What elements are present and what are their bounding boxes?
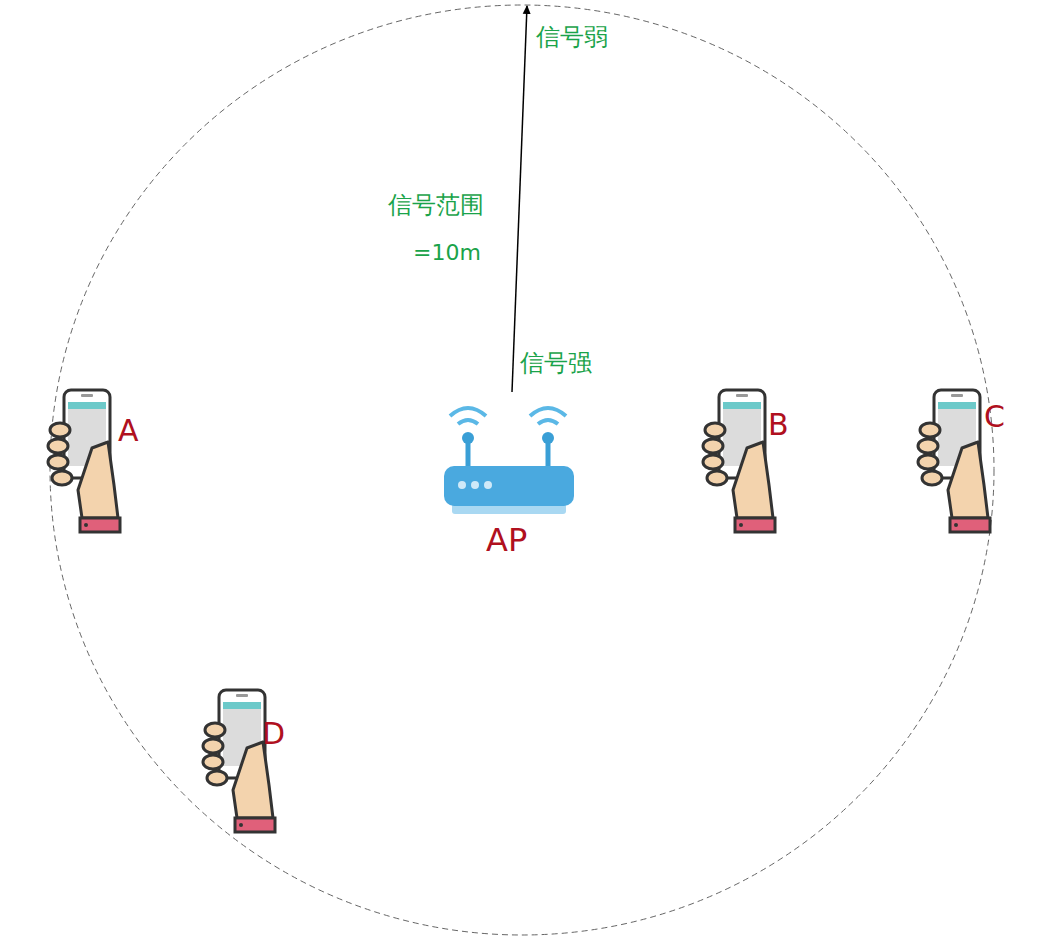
signal-label: 信号范围 — [388, 192, 484, 220]
device-label: A — [118, 414, 139, 449]
phone-icon — [203, 690, 275, 832]
phone-icon — [918, 390, 990, 532]
phone-icon — [703, 390, 775, 532]
signal-label: 信号弱 — [536, 24, 608, 52]
device-label: D — [262, 717, 285, 752]
router-icon — [444, 408, 574, 514]
phone-icon — [48, 390, 120, 532]
signal-label: 信号强 — [520, 350, 592, 378]
range-value: =10m — [413, 240, 481, 265]
device-label: AP — [486, 522, 527, 559]
radius-arrow — [512, 6, 527, 392]
device-label: B — [768, 408, 789, 443]
device-label: C — [984, 400, 1005, 435]
signal-range-circle — [50, 5, 994, 935]
